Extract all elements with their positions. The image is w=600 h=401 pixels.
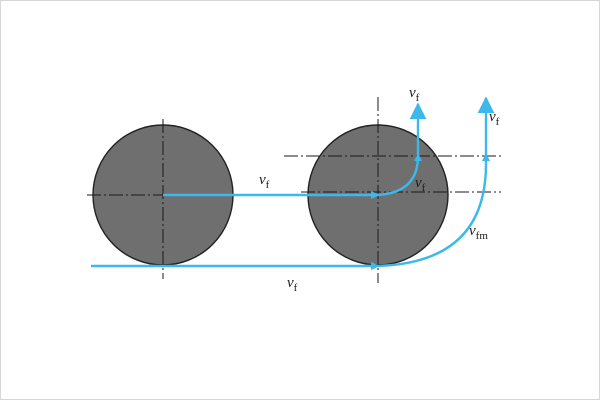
bottom-path-arrowhead — [371, 262, 380, 270]
label-vf-inner-curve: vf — [415, 175, 426, 194]
label-vf-center-path: vf — [259, 172, 270, 191]
label-vf-top-inner-arrow: vf — [409, 85, 420, 104]
bottom-feed-path — [91, 96, 495, 268]
label-vfm-outer-curve: vfm — [469, 223, 488, 242]
center-path-arrowhead — [371, 191, 380, 199]
label-vf-top-outer-arrow: vf — [489, 109, 500, 128]
label-vf-bottom-path: vf — [287, 275, 298, 294]
outer-curve-midpoint-arrowhead — [482, 153, 490, 161]
inner-curve-midpoint-arrowhead — [414, 153, 422, 161]
